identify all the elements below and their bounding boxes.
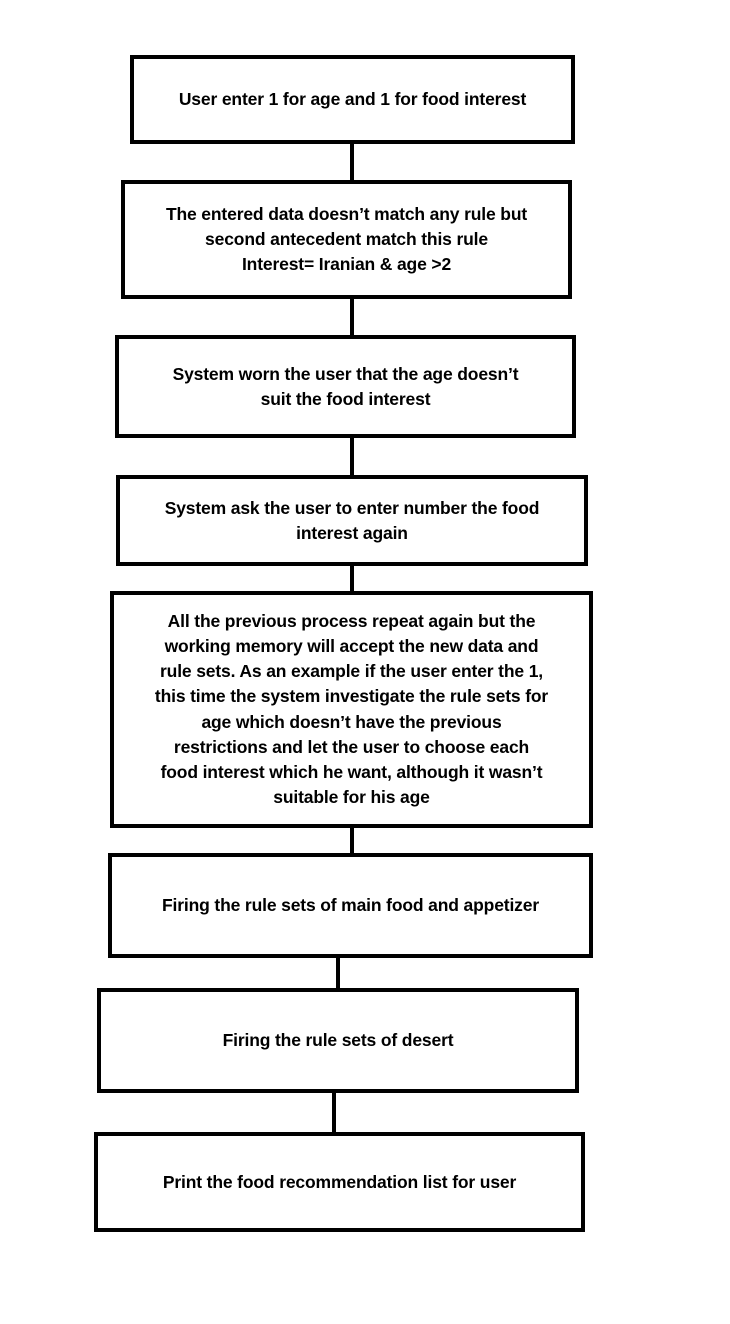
node-label: Print the food recommendation list for u… (162, 1171, 517, 1192)
connector-3-to-4 (350, 434, 354, 479)
connector-6-to-7 (336, 954, 340, 992)
node-label: System worn the user that the age doesn’… (172, 363, 519, 409)
node-label: The entered data doesn’t match any rule … (165, 204, 528, 274)
user-enter-values-node[interactable]: User enter 1 for age and 1 for food inte… (130, 55, 575, 144)
connector-4-to-5 (350, 562, 354, 595)
connector-7-to-8 (332, 1089, 336, 1136)
node-label: System ask the user to enter number the … (164, 497, 540, 543)
node-label: Firing the rule sets of main food and ap… (161, 895, 540, 915)
node-label: Firing the rule sets of desert (222, 1030, 454, 1050)
print-recommendation-node[interactable]: Print the food recommendation list for u… (94, 1132, 585, 1232)
node-label: User enter 1 for age and 1 for food inte… (178, 89, 527, 109)
system-ask-again-node[interactable]: System ask the user to enter number the … (116, 475, 588, 566)
connector-5-to-6 (350, 824, 354, 857)
firing-main-food-appetizer-node[interactable]: Firing the rule sets of main food and ap… (108, 853, 593, 958)
system-warn-node[interactable]: System worn the user that the age doesn’… (115, 335, 576, 438)
connector-1-to-2 (350, 140, 354, 184)
node-label: All the previous process repeat again bu… (154, 610, 549, 808)
firing-desert-node[interactable]: Firing the rule sets of desert (97, 988, 579, 1093)
connector-2-to-3 (350, 295, 354, 339)
repeat-process-node[interactable]: All the previous process repeat again bu… (110, 591, 593, 828)
no-rule-match-node[interactable]: The entered data doesn’t match any rule … (121, 180, 572, 299)
